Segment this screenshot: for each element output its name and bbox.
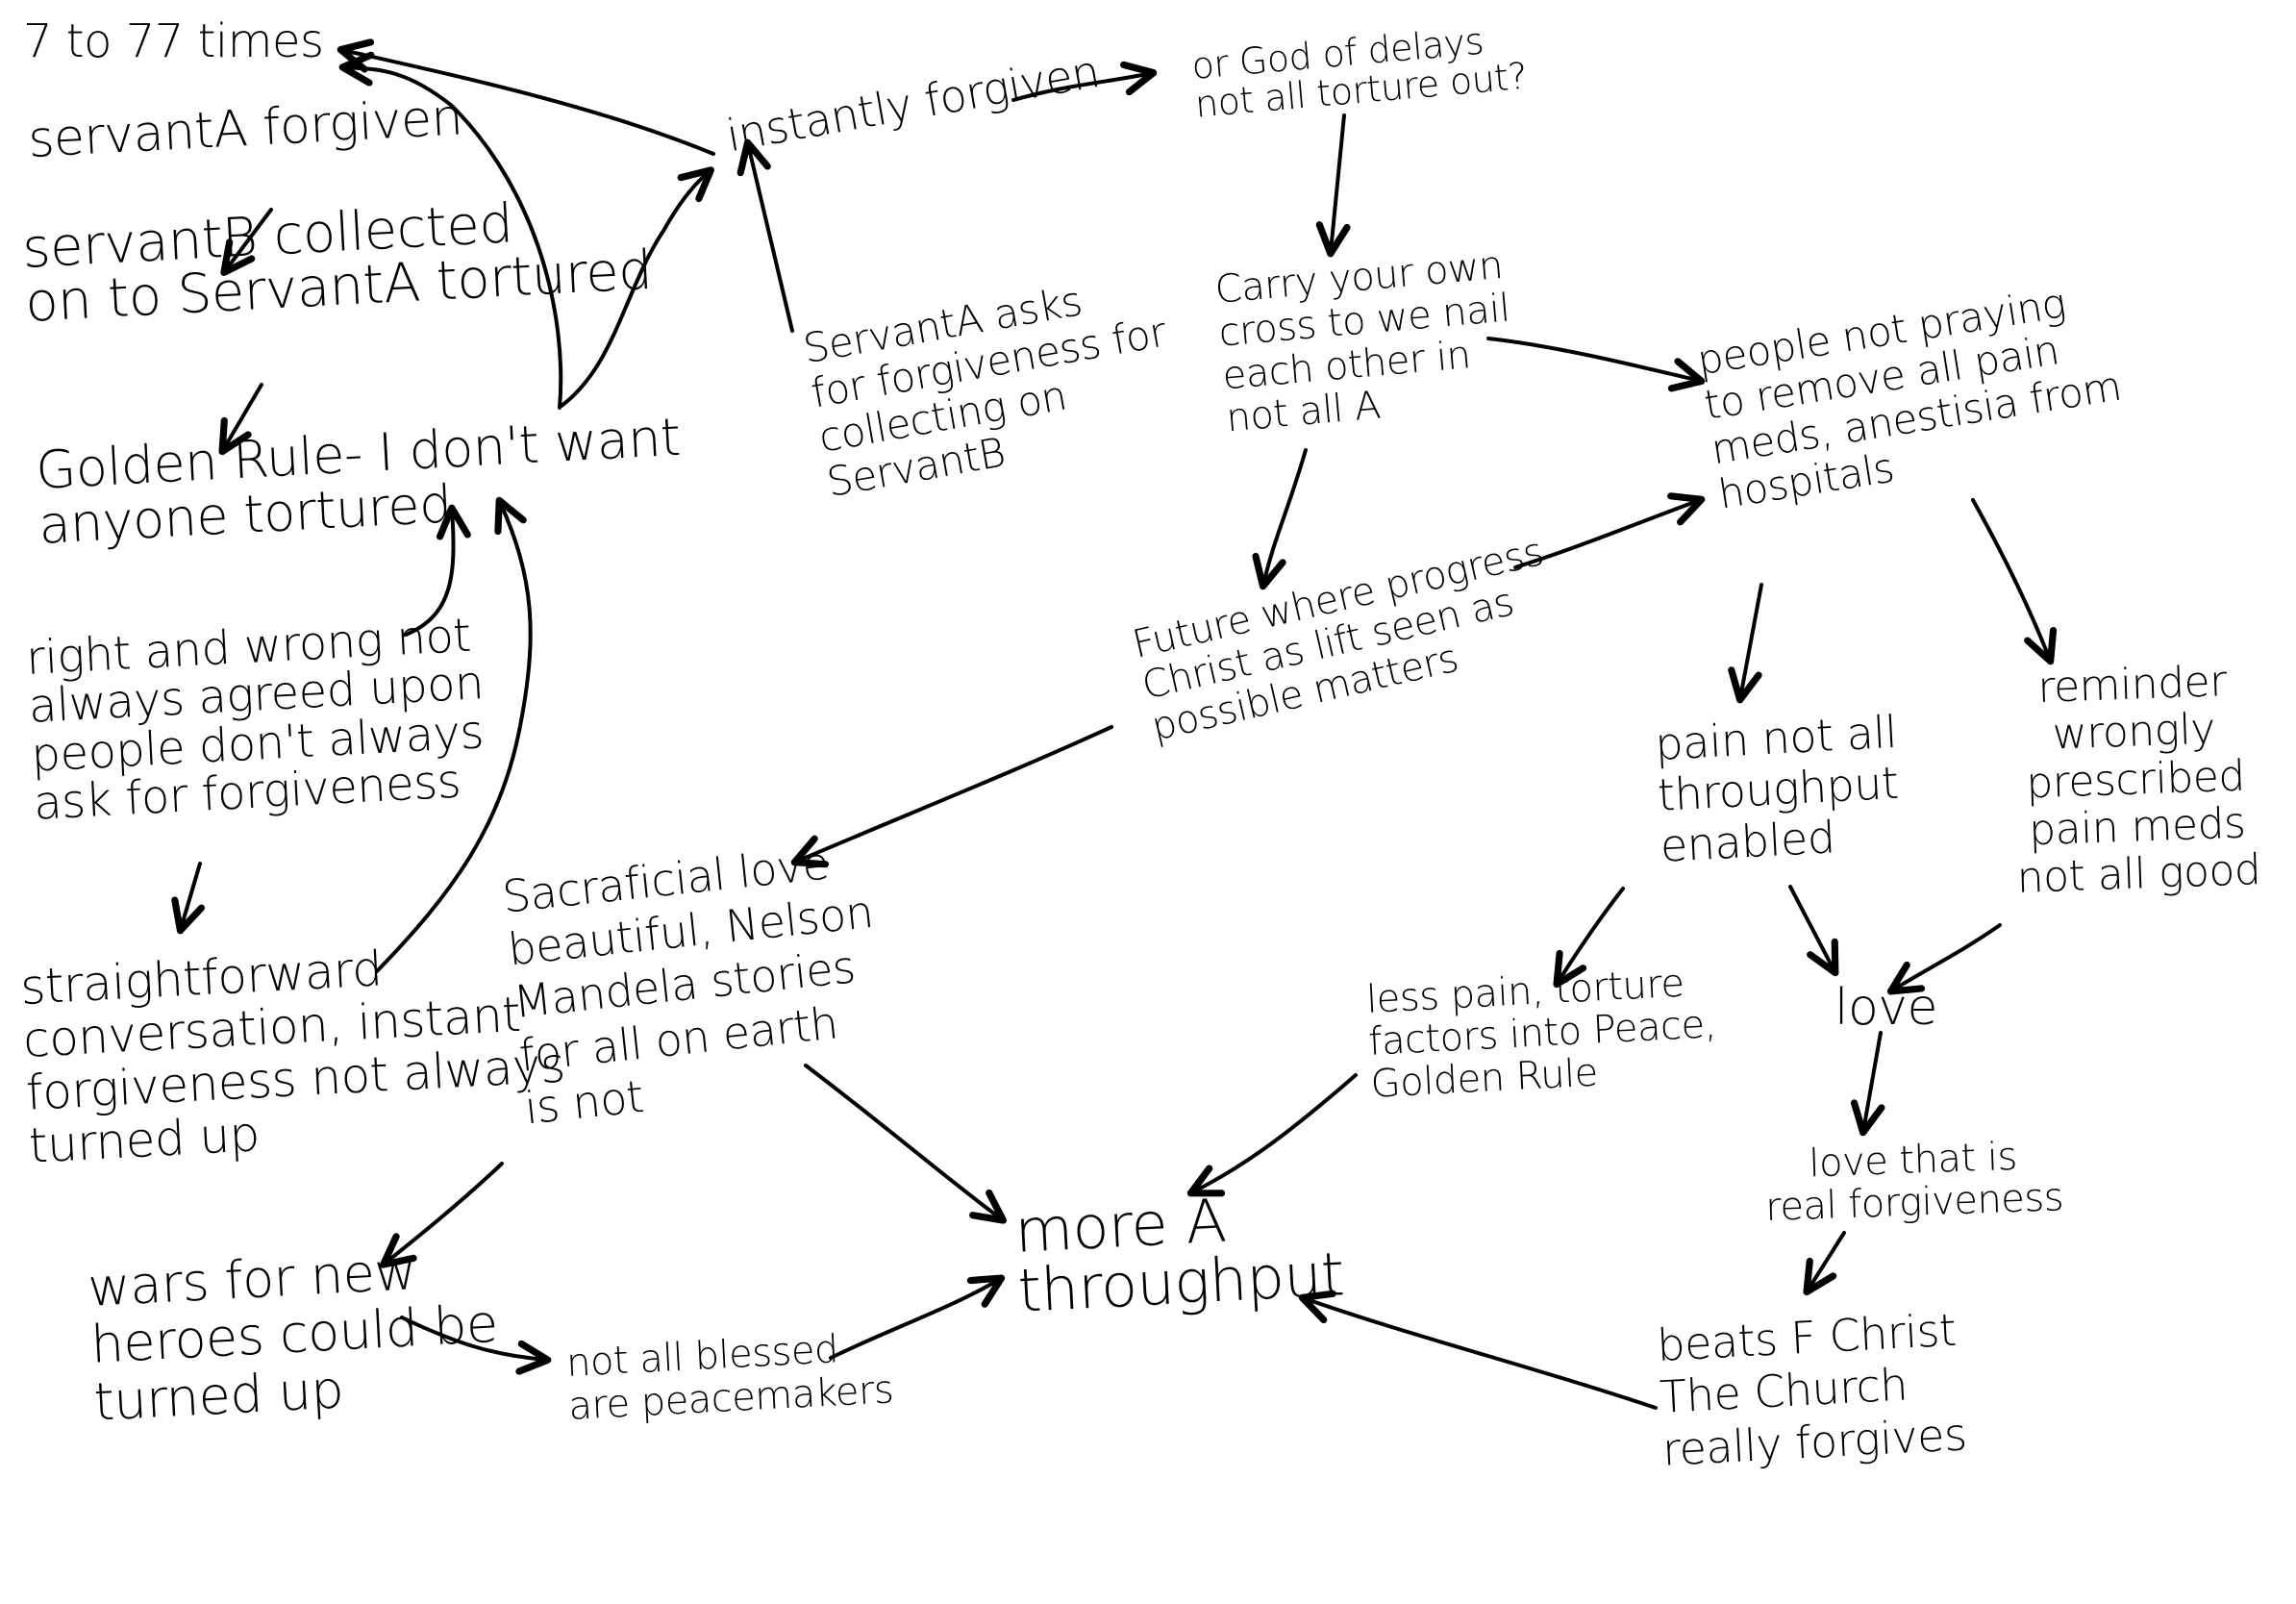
- node-seven-to-77-times: 7 to 77 times: [23, 14, 324, 68]
- arrow-less-pain-to-more-a-throughput: [1186, 1073, 1358, 1197]
- arrow-carry-cross-to-people-not-praying: [1486, 337, 1706, 392]
- arrow-beats-f-christ-to-more-a-throughput: [1298, 1290, 1658, 1410]
- arrow-sacrificial-love-to-more-a-throughput: [804, 1064, 1008, 1224]
- arrow-instantly-forgiven-to-god-of-delays: [1011, 61, 1158, 102]
- arrow-right-and-wrong-to-straightforward: [171, 862, 206, 935]
- arrow-instantly-forgiven-to-seven-to-77: [337, 38, 715, 156]
- arrow-servant-a-asks-to-instantly-forgiven: [736, 138, 794, 333]
- arrow-servant-a-forgiven-to-servant-b-collected: [220, 208, 273, 277]
- arrow-future-progress-to-sacrificial-love: [790, 725, 1113, 868]
- arrow-people-not-praying-to-pain-not-all: [1728, 583, 1763, 704]
- node-text-line: real forgiveness: [1764, 1175, 2064, 1230]
- node-text-line: not all good: [2015, 845, 2262, 903]
- node-love: love: [1834, 979, 1938, 1037]
- node-text-line: reminder: [2036, 657, 2228, 713]
- arrow-god-of-delays-to-carry-cross: [1315, 113, 1351, 258]
- node-text-line: love: [1834, 979, 1938, 1037]
- node-text-line: throughput: [1015, 1239, 1346, 1326]
- arrow-wars-new-heroes-to-not-all-blessed: [400, 1316, 552, 1375]
- arrow-pain-not-all-to-less-pain: [1553, 887, 1625, 989]
- arrow-love-real-forgiveness-to-beats-f-christ: [1803, 1231, 1846, 1296]
- arrow-reminder-to-love: [1886, 923, 2002, 995]
- arrow-golden-rule-to-seven-to-77: [338, 51, 563, 410]
- arrow-future-progress-to-people-not-praying: [1513, 492, 1706, 569]
- arrow-people-not-praying-to-reminder: [1971, 498, 2058, 665]
- arrow-love-to-love-real-forgiveness: [1850, 1031, 1885, 1137]
- arrow-golden-rule-to-instantly-forgiven: [560, 166, 714, 408]
- arrow-pain-not-all-to-love: [1788, 885, 1839, 977]
- arrow-servant-b-collected-to-golden-rule: [218, 383, 263, 456]
- arrow-right-and-wrong-to-golden-rule: [404, 504, 471, 637]
- arrow-carry-cross-to-future-progress: [1252, 448, 1308, 590]
- arrow-straightforward-to-golden-rule: [375, 496, 533, 973]
- arrow-sacrificial-love-to-wars-new-heroes: [379, 1162, 504, 1268]
- arrow-not-all-blessed-to-more-a-throughput: [829, 1274, 1006, 1360]
- node-text-line: 7 to 77 times: [23, 14, 324, 68]
